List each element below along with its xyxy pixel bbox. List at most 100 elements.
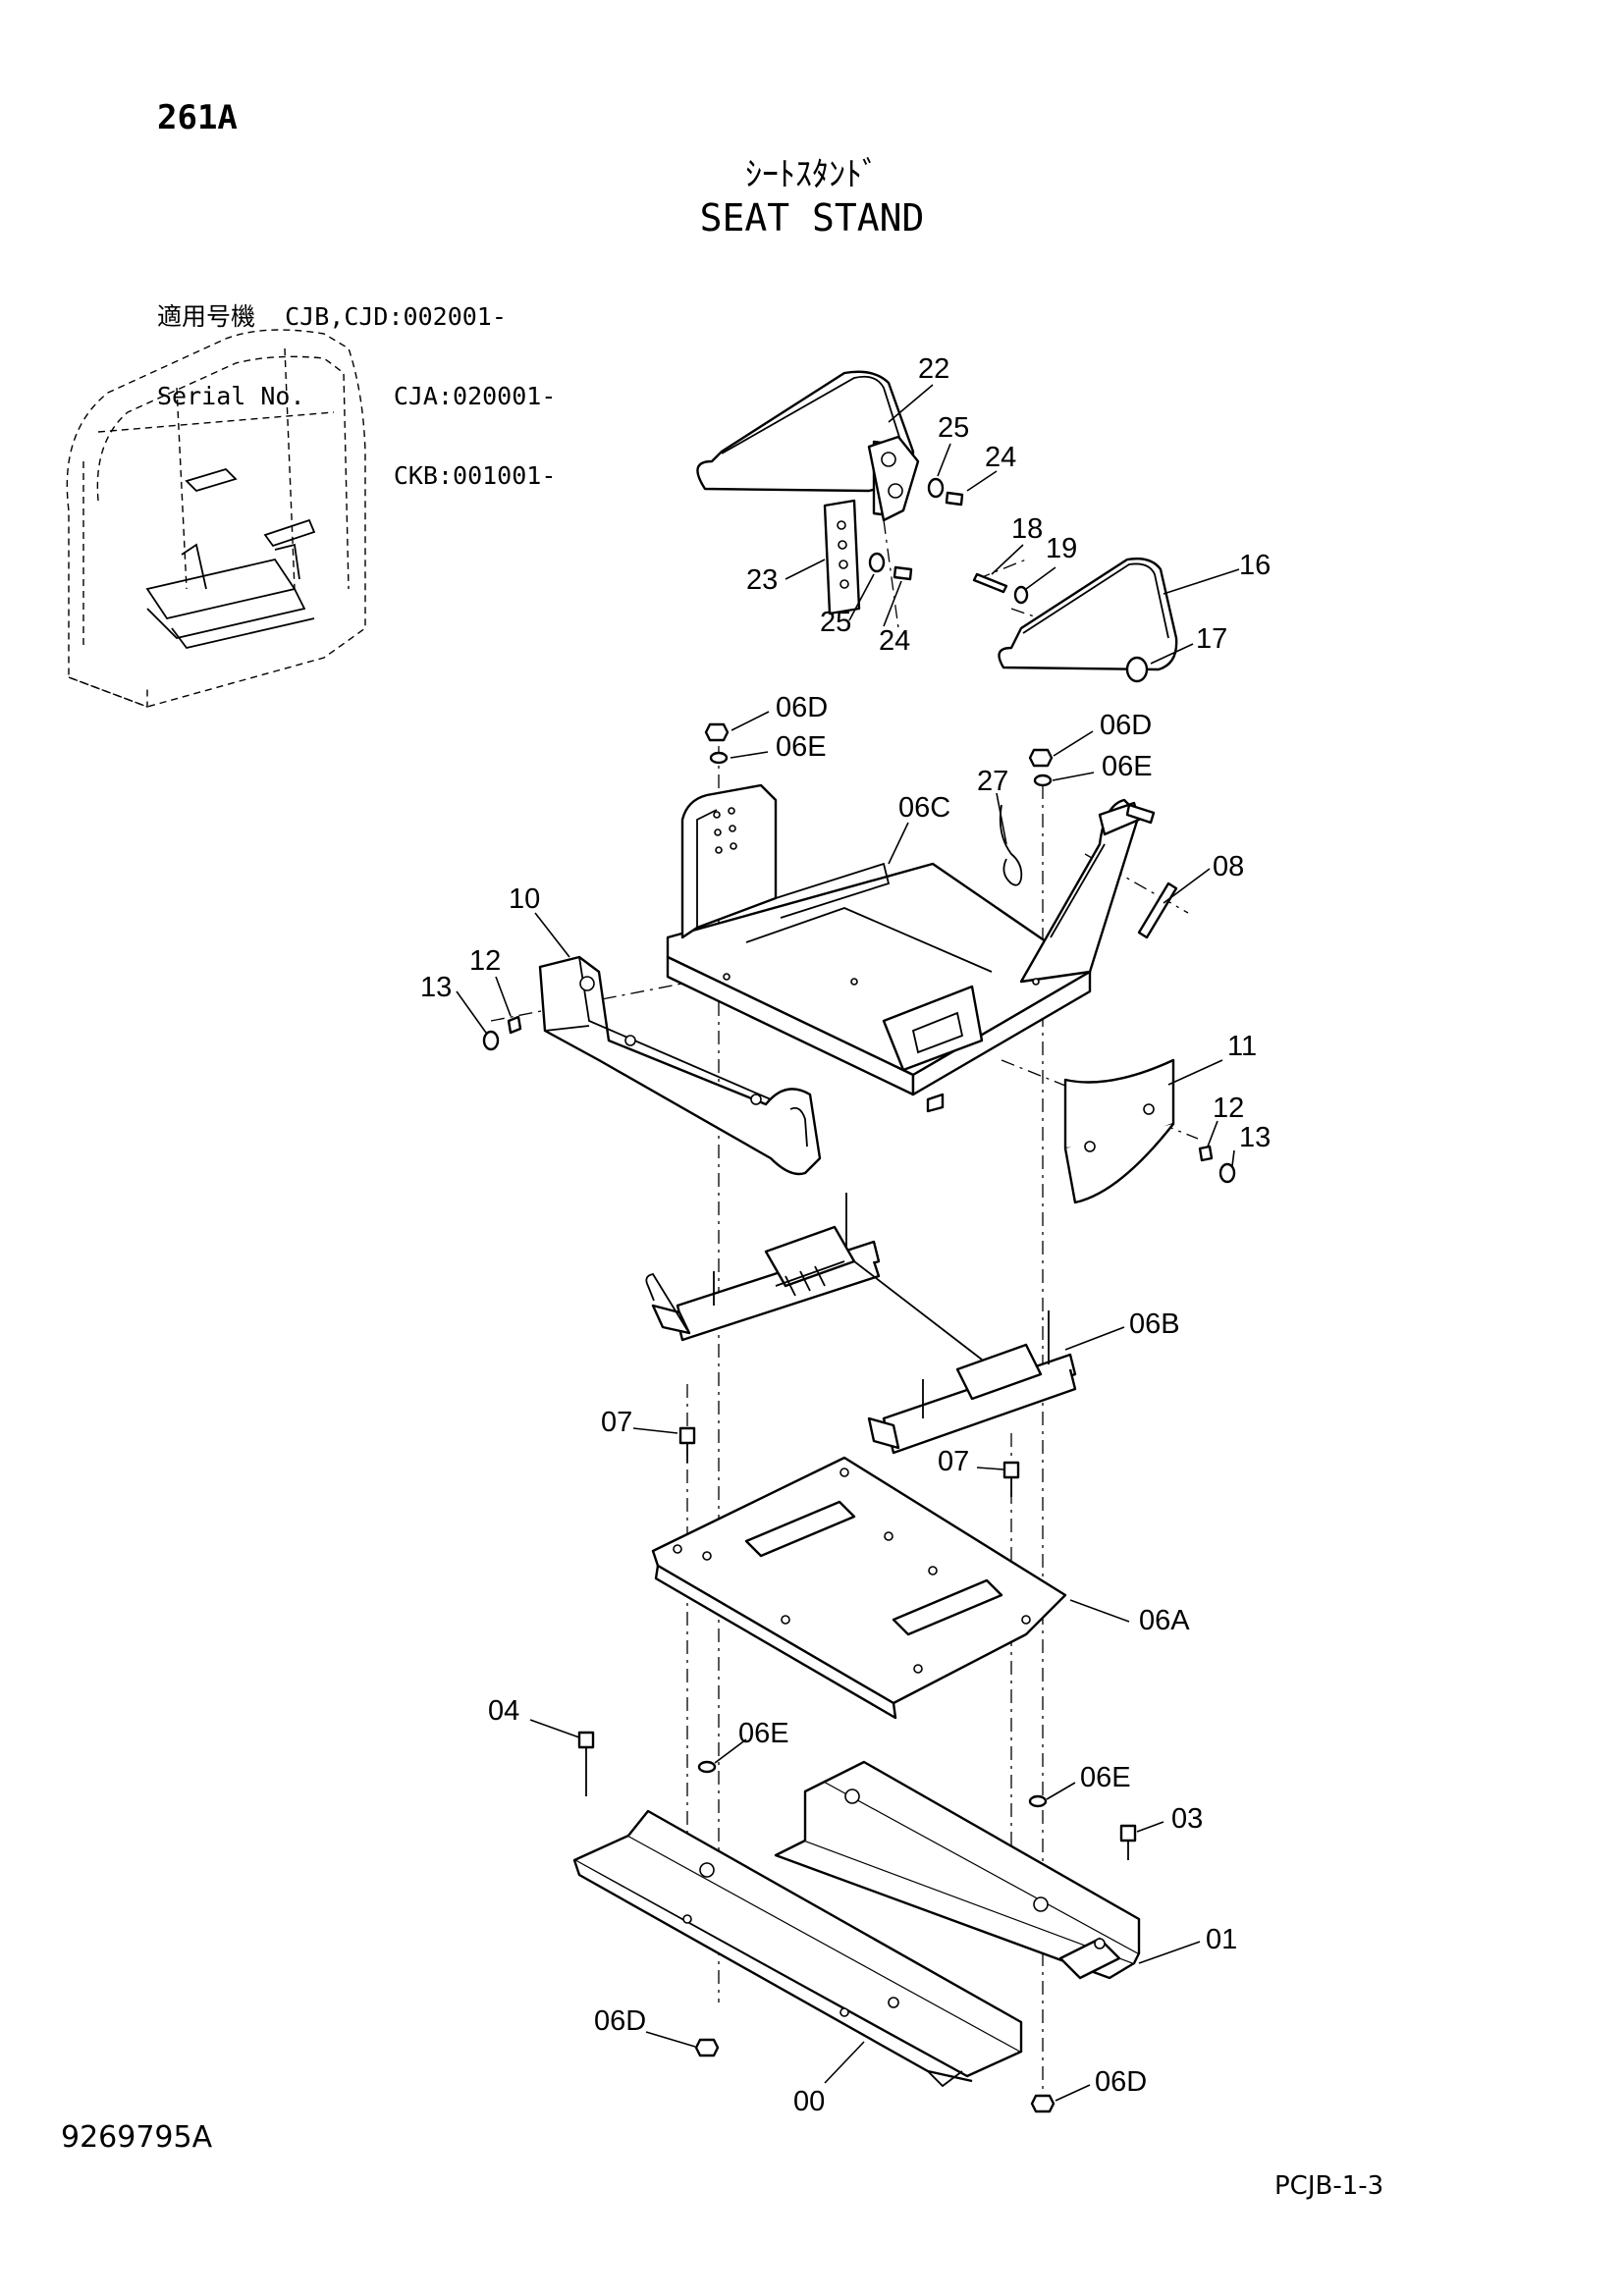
part-number-label: 25 <box>938 412 969 444</box>
leader-line <box>730 751 769 759</box>
leader-line <box>632 1427 678 1434</box>
link-cable <box>853 1260 983 1361</box>
hardware-left <box>482 1015 522 1051</box>
leader-line <box>785 559 826 580</box>
leader-line <box>1138 1941 1201 1964</box>
leader-line <box>456 990 487 1034</box>
leader-line <box>529 1719 580 1738</box>
part-number-label: 12 <box>469 945 501 977</box>
leader-line <box>996 792 1007 845</box>
serial-number-block: 適用号機 CJB,CJD:002001- Serial No. CJA:0200… <box>157 250 556 515</box>
part-number-label: 27 <box>977 766 1008 797</box>
title-japanese: ｼｰﾄｽﾀﾝﾄﾞ <box>745 155 879 194</box>
part-number-label: 13 <box>420 972 452 1003</box>
leader-line <box>1163 868 1211 904</box>
seat-stand-frame <box>666 783 1156 1113</box>
armrest-right <box>998 557 1178 683</box>
serial-value-1: CJB,CJD:002001- <box>285 302 507 331</box>
sheet-number: PCJB-1-3 <box>1274 2171 1384 2201</box>
part-number-label: 06E <box>738 1718 789 1749</box>
leader-line <box>731 711 770 731</box>
serial-row-2: Serial No. CJA:020001- <box>157 383 556 409</box>
leader-line <box>976 1467 1004 1470</box>
hardware-upper <box>868 477 1029 605</box>
page-code: 261A <box>157 98 238 137</box>
part-number-label: 06E <box>1080 1762 1131 1793</box>
part-number-label: 11 <box>1227 1031 1257 1062</box>
leader-line <box>495 976 512 1017</box>
part-number-label: 06A <box>1139 1605 1190 1636</box>
part-number-label: 16 <box>1239 550 1271 581</box>
leader-line <box>824 2041 865 2084</box>
leader-line <box>714 1738 747 1764</box>
cab-thumbnail <box>66 329 366 709</box>
leader-line <box>1167 1059 1223 1086</box>
leader-line <box>1046 1782 1076 1800</box>
part-number-label: 06D <box>1100 710 1152 741</box>
serial-label-jp: 適用号機 <box>157 302 256 331</box>
leader-line <box>848 573 875 621</box>
part-number-label: 13 <box>1239 1122 1271 1153</box>
part-number-label: 19 <box>1046 533 1077 564</box>
part-number-label: 12 <box>1213 1093 1244 1124</box>
ring-cable <box>999 804 1023 886</box>
part-number-label: 06E <box>776 731 827 763</box>
serial-row-3: CKB:001001- <box>157 461 557 490</box>
bracket-plate <box>823 499 861 615</box>
leader-line <box>1064 1326 1125 1351</box>
part-number-label: 01 <box>1206 1924 1237 1955</box>
spring-pin <box>1137 881 1178 939</box>
drawing-number: 9269795A <box>61 2120 213 2155</box>
leader-line <box>1163 568 1240 595</box>
part-number-label: 23 <box>746 564 778 596</box>
part-number-label: 00 <box>793 2086 825 2117</box>
leader-line <box>1055 2084 1091 2102</box>
part-number-label: 08 <box>1213 851 1244 882</box>
part-number-label: 06D <box>594 2005 646 2037</box>
part-number-label: 07 <box>938 1446 969 1477</box>
serial-value-2: CJA:020001- <box>393 382 557 410</box>
armrest-upper <box>696 370 920 522</box>
title-english: SEAT STAND <box>699 196 925 240</box>
slide-rail-right <box>867 1310 1077 1455</box>
part-number-label: 06D <box>776 692 828 723</box>
slide-rail-left <box>645 1193 881 1342</box>
part-number-label: 06E <box>1102 751 1153 782</box>
leader-line <box>1053 730 1094 757</box>
part-number-label: 22 <box>918 353 949 385</box>
leader-line <box>1231 1149 1235 1167</box>
leader-lines <box>456 384 1240 2102</box>
part-number-label: 03 <box>1171 1803 1203 1835</box>
mounting-bolts <box>678 1426 1020 1497</box>
washer-lower-right <box>1028 1794 1048 1808</box>
frame-bolts <box>577 1731 1137 1860</box>
leader-line <box>888 384 934 423</box>
part-number-label: 06B <box>1129 1308 1180 1340</box>
lower-nuts <box>694 2038 1056 2113</box>
side-cover-right <box>1063 1058 1175 1204</box>
leader-line <box>1150 643 1194 665</box>
leader-line <box>1207 1120 1218 1148</box>
part-number-label: 18 <box>1011 513 1043 545</box>
part-number-label: 07 <box>601 1407 632 1438</box>
part-number-label: 24 <box>985 442 1016 473</box>
serial-row-1: 適用号機 CJB,CJD:002001- <box>157 303 556 330</box>
leader-line <box>937 443 951 477</box>
part-number-label: 17 <box>1196 623 1227 655</box>
washer-lower-left <box>697 1760 717 1774</box>
leader-line <box>991 544 1024 575</box>
upper-nuts <box>704 722 1054 787</box>
leader-line <box>1136 1821 1164 1833</box>
serial-value-3: CKB:001001- <box>393 461 557 490</box>
side-cover-left <box>538 955 822 1176</box>
part-number-label: 06D <box>1095 2066 1147 2098</box>
part-number-label: 24 <box>879 625 910 657</box>
serial-label-en: Serial No. <box>157 382 305 410</box>
base-plate <box>651 1456 1067 1720</box>
part-number-label: 04 <box>488 1695 519 1727</box>
channel-right <box>774 1760 1141 1980</box>
part-number-label: 06C <box>898 792 950 824</box>
leader-line <box>883 580 902 627</box>
